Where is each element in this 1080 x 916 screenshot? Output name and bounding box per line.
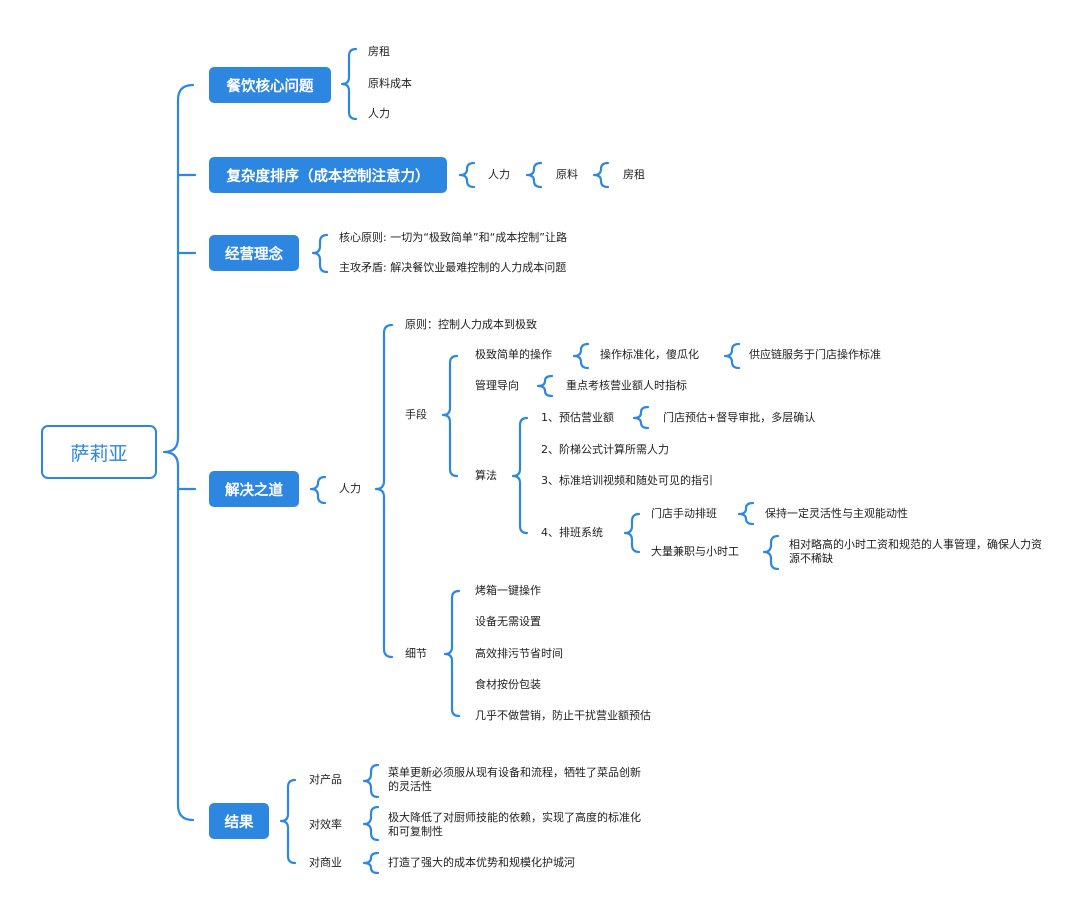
brace-labor xyxy=(374,323,394,659)
result-efficiency-detail[interactable]: 极大降低了对厨师技能的依赖，实现了高度的标准化和可复制性 xyxy=(388,811,641,838)
brace-complexity-2 xyxy=(525,161,543,189)
result-business-label[interactable]: 对商业 xyxy=(309,856,342,869)
result-business-detail[interactable]: 打造了强大的成本优势和规模化护城河 xyxy=(388,856,575,869)
brace-supply xyxy=(723,342,741,370)
core-item-labor[interactable]: 人力 xyxy=(368,107,390,120)
mgmt-label[interactable]: 管理导向 xyxy=(475,379,519,392)
root-node[interactable]: 萨莉亚 xyxy=(41,425,157,479)
brace-result xyxy=(279,778,297,865)
brace-manual xyxy=(737,501,755,526)
complexity-item-rent[interactable]: 房租 xyxy=(623,168,645,181)
ops-supply-chain[interactable]: 供应链服务于门店操作标准 xyxy=(749,348,881,361)
detail-drainage[interactable]: 高效排污节省时间 xyxy=(475,647,563,660)
brace-efficiency xyxy=(362,805,380,842)
algo-step-3[interactable]: 3、标准培训视频和随处可见的指引 xyxy=(541,474,713,487)
complexity-item-material[interactable]: 原料 xyxy=(556,168,578,181)
brace-core xyxy=(340,47,358,121)
brace-step1 xyxy=(632,405,650,430)
ops-standardize[interactable]: 操作标准化，傻瓜化 xyxy=(600,348,699,361)
brace-complexity-3 xyxy=(592,161,610,189)
brace-ops xyxy=(572,342,590,370)
brace-business xyxy=(362,851,380,875)
detail-portion-pack[interactable]: 食材按份包装 xyxy=(475,678,541,691)
schedule-part-time[interactable]: 大量兼职与小时工 xyxy=(651,545,739,558)
brace-product xyxy=(362,763,380,799)
topic-complexity-order[interactable]: 复杂度排序（成本控制注意力） xyxy=(209,157,447,193)
schedule-manual-detail[interactable]: 保持一定灵活性与主观能动性 xyxy=(765,507,908,520)
brace-solution xyxy=(309,475,327,505)
detail-no-setup[interactable]: 设备无需设置 xyxy=(475,615,541,628)
algo-label[interactable]: 算法 xyxy=(475,469,497,482)
detail-oven[interactable]: 烤箱一键操作 xyxy=(475,584,541,597)
topic-solution[interactable]: 解决之道 xyxy=(209,471,299,507)
complexity-item-labor[interactable]: 人力 xyxy=(488,168,510,181)
algo-step-2[interactable]: 2、阶梯公式计算所需人力 xyxy=(541,443,669,456)
topic-philosophy[interactable]: 经营理念 xyxy=(209,235,299,271)
result-efficiency-label[interactable]: 对效率 xyxy=(309,818,342,831)
mgmt-kpi[interactable]: 重点考核营业额人时指标 xyxy=(566,379,687,392)
brace-philosophy xyxy=(311,233,329,274)
philosophy-main-conflict[interactable]: 主攻矛盾: 解决餐饮业最难控制的人力成本问题 xyxy=(339,261,567,274)
result-product-detail[interactable]: 菜单更新必须服从现有设备和流程，牺牲了菜品创新的灵活性 xyxy=(388,766,641,793)
philosophy-core-principle[interactable]: 核心原则: 一切为“极致简单”和“成本控制”让路 xyxy=(339,231,567,244)
brace-mgmt xyxy=(536,374,554,398)
result-product-label[interactable]: 对产品 xyxy=(309,773,342,786)
solution-principle[interactable]: 原则：控制人力成本到极致 xyxy=(405,318,537,331)
core-item-material[interactable]: 原料成本 xyxy=(368,77,412,90)
schedule-manual[interactable]: 门店手动排班 xyxy=(651,507,717,520)
detail-no-marketing[interactable]: 几乎不做营销，防止干扰营业额预估 xyxy=(475,709,651,722)
brace-complexity-1 xyxy=(458,161,476,189)
brace-algo xyxy=(511,416,529,535)
brace-details xyxy=(443,589,461,718)
brace-schedule xyxy=(623,512,641,554)
topic-result[interactable]: 结果 xyxy=(209,803,269,839)
details-label[interactable]: 细节 xyxy=(405,647,427,660)
algo-step-4[interactable]: 4、排班系统 xyxy=(541,526,603,539)
solution-labor[interactable]: 人力 xyxy=(339,482,361,495)
core-item-rent[interactable]: 房租 xyxy=(368,45,390,58)
root-brace xyxy=(162,83,195,822)
algo-step-1[interactable]: 1、预估营业额 xyxy=(541,411,614,424)
means-label[interactable]: 手段 xyxy=(405,408,427,421)
brace-part-time xyxy=(762,534,780,571)
topic-core-problems[interactable]: 餐饮核心问题 xyxy=(209,67,331,103)
algo-step-1-detail[interactable]: 门店预估+督导审批，多层确认 xyxy=(663,411,816,424)
root-brace-tick xyxy=(176,173,197,491)
ops-label[interactable]: 极致简单的操作 xyxy=(475,348,552,361)
brace-means xyxy=(441,354,459,478)
schedule-part-time-detail[interactable]: 相对略高的小时工资和规范的人事管理，确保人力资源不稀缺 xyxy=(789,538,1042,565)
